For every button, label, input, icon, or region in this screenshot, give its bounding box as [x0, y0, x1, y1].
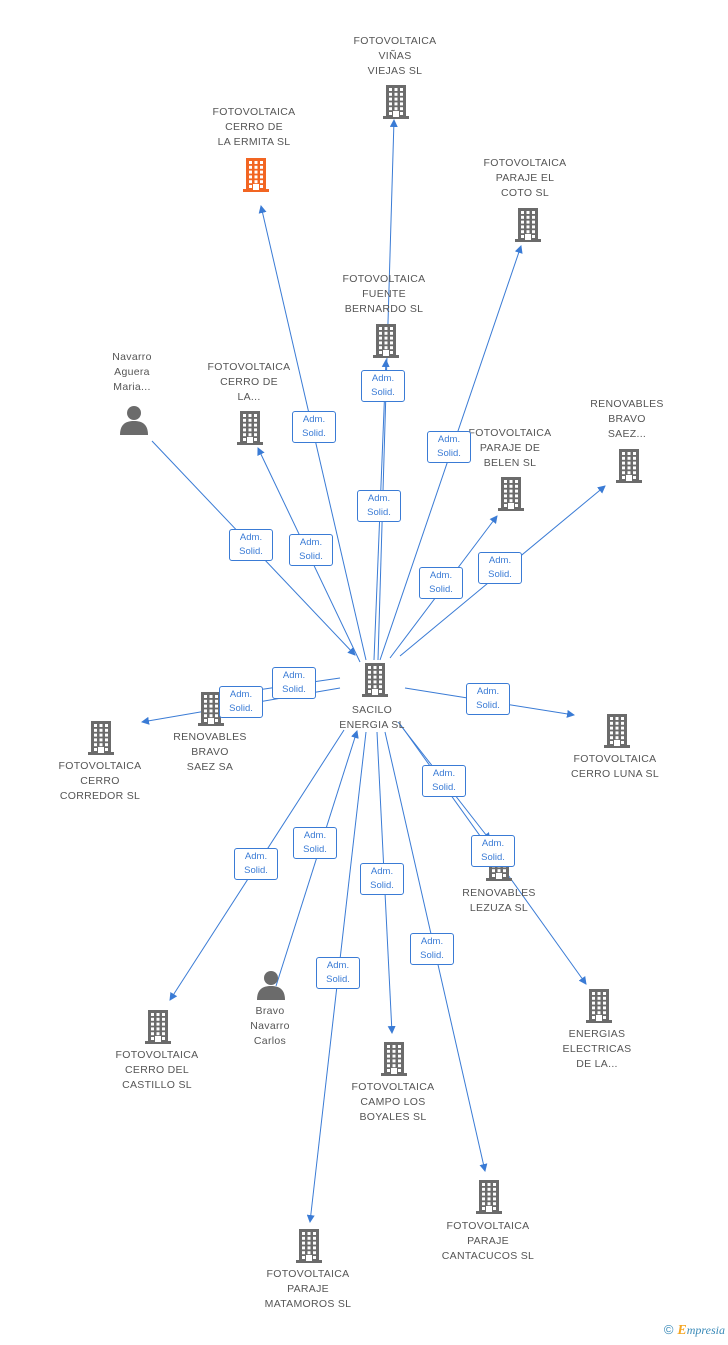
node-label-navarro[interactable]: Navarro Aguera Maria... — [112, 351, 152, 393]
building-icon-energias[interactable] — [586, 989, 612, 1023]
relation-badge-line2: Solid. — [488, 569, 512, 580]
node-label-coto[interactable]: FOTOVOLTAICA PARAJE EL COTO SL — [483, 157, 567, 199]
relation-badge-boyales[interactable]: Adm. Solid. — [360, 863, 404, 895]
relation-badge-line1: Adm. — [303, 830, 327, 841]
relation-badge-corredor[interactable]: Adm. Solid. — [219, 686, 263, 718]
relation-badge-line1: Adm. — [282, 670, 306, 681]
relation-badge-line1: Adm. — [481, 838, 505, 849]
building-icon-corredor[interactable] — [88, 721, 114, 755]
building-icon-belen[interactable] — [498, 477, 524, 511]
relation-badge-coto[interactable]: Adm. Solid. — [427, 431, 471, 463]
node-label-boyales[interactable]: FOTOVOLTAICA CAMPO LOS BOYALES SL — [351, 1081, 435, 1123]
relation-badge-line1: Adm. — [476, 686, 500, 697]
node-label-lezuza[interactable]: RENOVABLES LEZUZA SL — [462, 887, 536, 914]
relation-badge-line2: Solid. — [302, 428, 326, 439]
relation-badge-line1: Adm. — [244, 851, 268, 862]
relation-badge-line2: Solid. — [370, 880, 394, 891]
node-label-sacilo[interactable]: SACILO ENERGIA SL — [339, 704, 405, 731]
relation-badge-line2: Solid. — [371, 387, 395, 398]
relation-badge-belen[interactable]: Adm. Solid. — [419, 567, 463, 599]
relation-badge-vinas[interactable]: Adm. Solid. — [361, 370, 405, 402]
relation-badge-line1: Adm. — [326, 960, 350, 971]
brand-name: mpresia — [686, 1323, 725, 1337]
node-label-fuente[interactable]: FOTOVOLTAICA FUENTE BERNARDO SL — [342, 273, 426, 315]
relation-badge-energias[interactable]: Adm. Solid. — [471, 835, 515, 867]
relation-badge-lezuza[interactable]: Adm. Solid. — [422, 765, 466, 797]
relation-badge-line1: Adm. — [370, 866, 394, 877]
relation-badge-line1: Adm. — [488, 555, 512, 566]
person-icon-navarro[interactable] — [119, 405, 149, 435]
building-icon-renbravo2[interactable] — [616, 449, 642, 483]
relation-badge-luna[interactable]: Adm. Solid. — [466, 683, 510, 715]
relation-badge-line2: Solid. — [432, 782, 456, 793]
node-label-cantacucos[interactable]: FOTOVOLTAICA PARAJE CANTACUCOS SL — [441, 1220, 535, 1262]
relation-badge-line2: Solid. — [326, 974, 350, 985]
relation-badge-matamoros[interactable]: Adm. Solid. — [316, 957, 360, 989]
relation-badge-line1: Adm. — [302, 414, 326, 425]
relation-badge-line2: Solid. — [420, 950, 444, 961]
building-icon-boyales[interactable] — [381, 1042, 407, 1076]
node-label-renbravo[interactable]: RENOVABLES BRAVO SAEZ SA — [173, 731, 247, 773]
relation-badge-ermita[interactable]: Adm. Solid. — [292, 411, 336, 443]
relation-badge-line1: Adm. — [299, 537, 323, 548]
relation-badge-line1: Adm. — [429, 570, 453, 581]
relation-badge-castillo[interactable]: Adm. Solid. — [234, 848, 278, 880]
relation-badge-line1: Adm. — [367, 493, 391, 504]
relation-badge-line2: Solid. — [476, 700, 500, 711]
building-icon-cerrola[interactable] — [237, 411, 263, 445]
relation-badge-line1: Adm. — [432, 768, 456, 779]
relation-badge-renbravo[interactable]: Adm. Solid. — [272, 667, 316, 699]
node-label-bravoc[interactable]: Bravo Navarro Carlos — [250, 1005, 290, 1047]
node-label-cerrola[interactable]: FOTOVOLTAICA CERRO DE LA... — [207, 361, 291, 403]
building-icon-sacilo[interactable] — [362, 663, 388, 697]
relation-badge-line2: Solid. — [229, 703, 253, 714]
copyright-icon: © — [663, 1322, 674, 1337]
footer-brand: ©Empresia — [664, 1322, 725, 1339]
relation-badge-line2: Solid. — [239, 546, 263, 557]
node-label-luna[interactable]: FOTOVOLTAICA CERRO LUNA SL — [571, 753, 659, 780]
relation-badge-line1: Adm. — [371, 373, 395, 384]
building-icon-cantacucos[interactable] — [476, 1180, 502, 1214]
relation-badge-line1: Adm. — [437, 434, 461, 445]
building-icon-luna[interactable] — [604, 714, 630, 748]
person-icon-bravoc[interactable] — [256, 970, 286, 1000]
relation-badge-line2: Solid. — [244, 865, 268, 876]
node-label-corredor[interactable]: FOTOVOLTAICA CERRO CORREDOR SL — [58, 760, 142, 802]
relation-badge-line2: Solid. — [282, 684, 306, 695]
building-icon-fuente[interactable] — [373, 324, 399, 358]
relation-badge-line2: Solid. — [299, 551, 323, 562]
node-label-energias[interactable]: ENERGIAS ELECTRICAS DE LA... — [562, 1028, 632, 1070]
building-icon-ermita[interactable] — [243, 158, 269, 192]
node-label-vinas[interactable]: FOTOVOLTAICA VIÑAS VIEJAS SL — [353, 35, 437, 77]
relation-badge-navarro[interactable]: Adm. Solid. — [229, 529, 273, 561]
relation-badge-line2: Solid. — [303, 844, 327, 855]
node-label-renbravo2[interactable]: RENOVABLES BRAVO SAEZ... — [590, 398, 664, 440]
building-icon-renbravo[interactable] — [198, 692, 224, 726]
relation-badge-line1: Adm. — [239, 532, 263, 543]
relation-badge-cantacucos[interactable]: Adm. Solid. — [410, 933, 454, 965]
building-icon-matamoros[interactable] — [296, 1229, 322, 1263]
node-label-ermita[interactable]: FOTOVOLTAICA CERRO DE LA ERMITA SL — [212, 106, 296, 148]
relation-badge-line1: Adm. — [229, 689, 253, 700]
relation-badge-bravoc[interactable]: Adm. Solid. — [293, 827, 337, 859]
relation-badge-line2: Solid. — [367, 507, 391, 518]
building-icon-vinas[interactable] — [383, 85, 409, 119]
node-label-belen[interactable]: FOTOVOLTAICA PARAJE DE BELEN SL — [468, 427, 552, 469]
relation-badge-renbravo2[interactable]: Adm. Solid. — [478, 552, 522, 584]
relation-badge-line2: Solid. — [429, 584, 453, 595]
relation-badge-line2: Solid. — [481, 852, 505, 863]
building-icon-coto[interactable] — [515, 208, 541, 242]
relation-badge-line2: Solid. — [437, 448, 461, 459]
relation-badge-line1: Adm. — [420, 936, 444, 947]
building-icon-castillo[interactable] — [145, 1010, 171, 1044]
relation-badge-fuente[interactable]: Adm. Solid. — [357, 490, 401, 522]
node-label-castillo[interactable]: FOTOVOLTAICA CERRO DEL CASTILLO SL — [115, 1049, 199, 1091]
brand-initial: E — [677, 1323, 687, 1338]
relation-badge-cerrola[interactable]: Adm. Solid. — [289, 534, 333, 566]
node-label-matamoros[interactable]: FOTOVOLTAICA PARAJE MATAMOROS SL — [264, 1268, 352, 1310]
